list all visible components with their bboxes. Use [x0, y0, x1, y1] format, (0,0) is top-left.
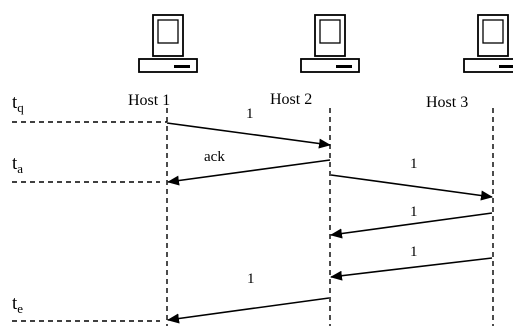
host2-label: Host 2 [270, 91, 312, 108]
msg4-label: 1 [410, 244, 418, 260]
ack-label: ack [204, 149, 225, 165]
ta-marker: ta [12, 153, 23, 176]
host2-computer-icon [300, 14, 360, 73]
msg5-label: 1 [247, 271, 255, 287]
msg5-arrow [167, 297, 330, 324]
msg1-arrow [166, 122, 331, 149]
host1-label: Host 1 [128, 92, 170, 109]
host3-label: Host 3 [426, 94, 468, 111]
host1-computer-icon [138, 14, 198, 73]
te-marker: te [12, 293, 23, 316]
msg3-arrow [330, 212, 493, 239]
tq-marker: tq [12, 92, 24, 115]
host3-computer-icon [463, 14, 513, 73]
ack-arrow [167, 159, 331, 186]
msg3-label: 1 [410, 204, 418, 220]
msg4-arrow [330, 257, 493, 281]
msg2-label: 1 [410, 156, 418, 172]
msg1-label: 1 [246, 106, 254, 122]
msg2-arrow [330, 174, 493, 201]
